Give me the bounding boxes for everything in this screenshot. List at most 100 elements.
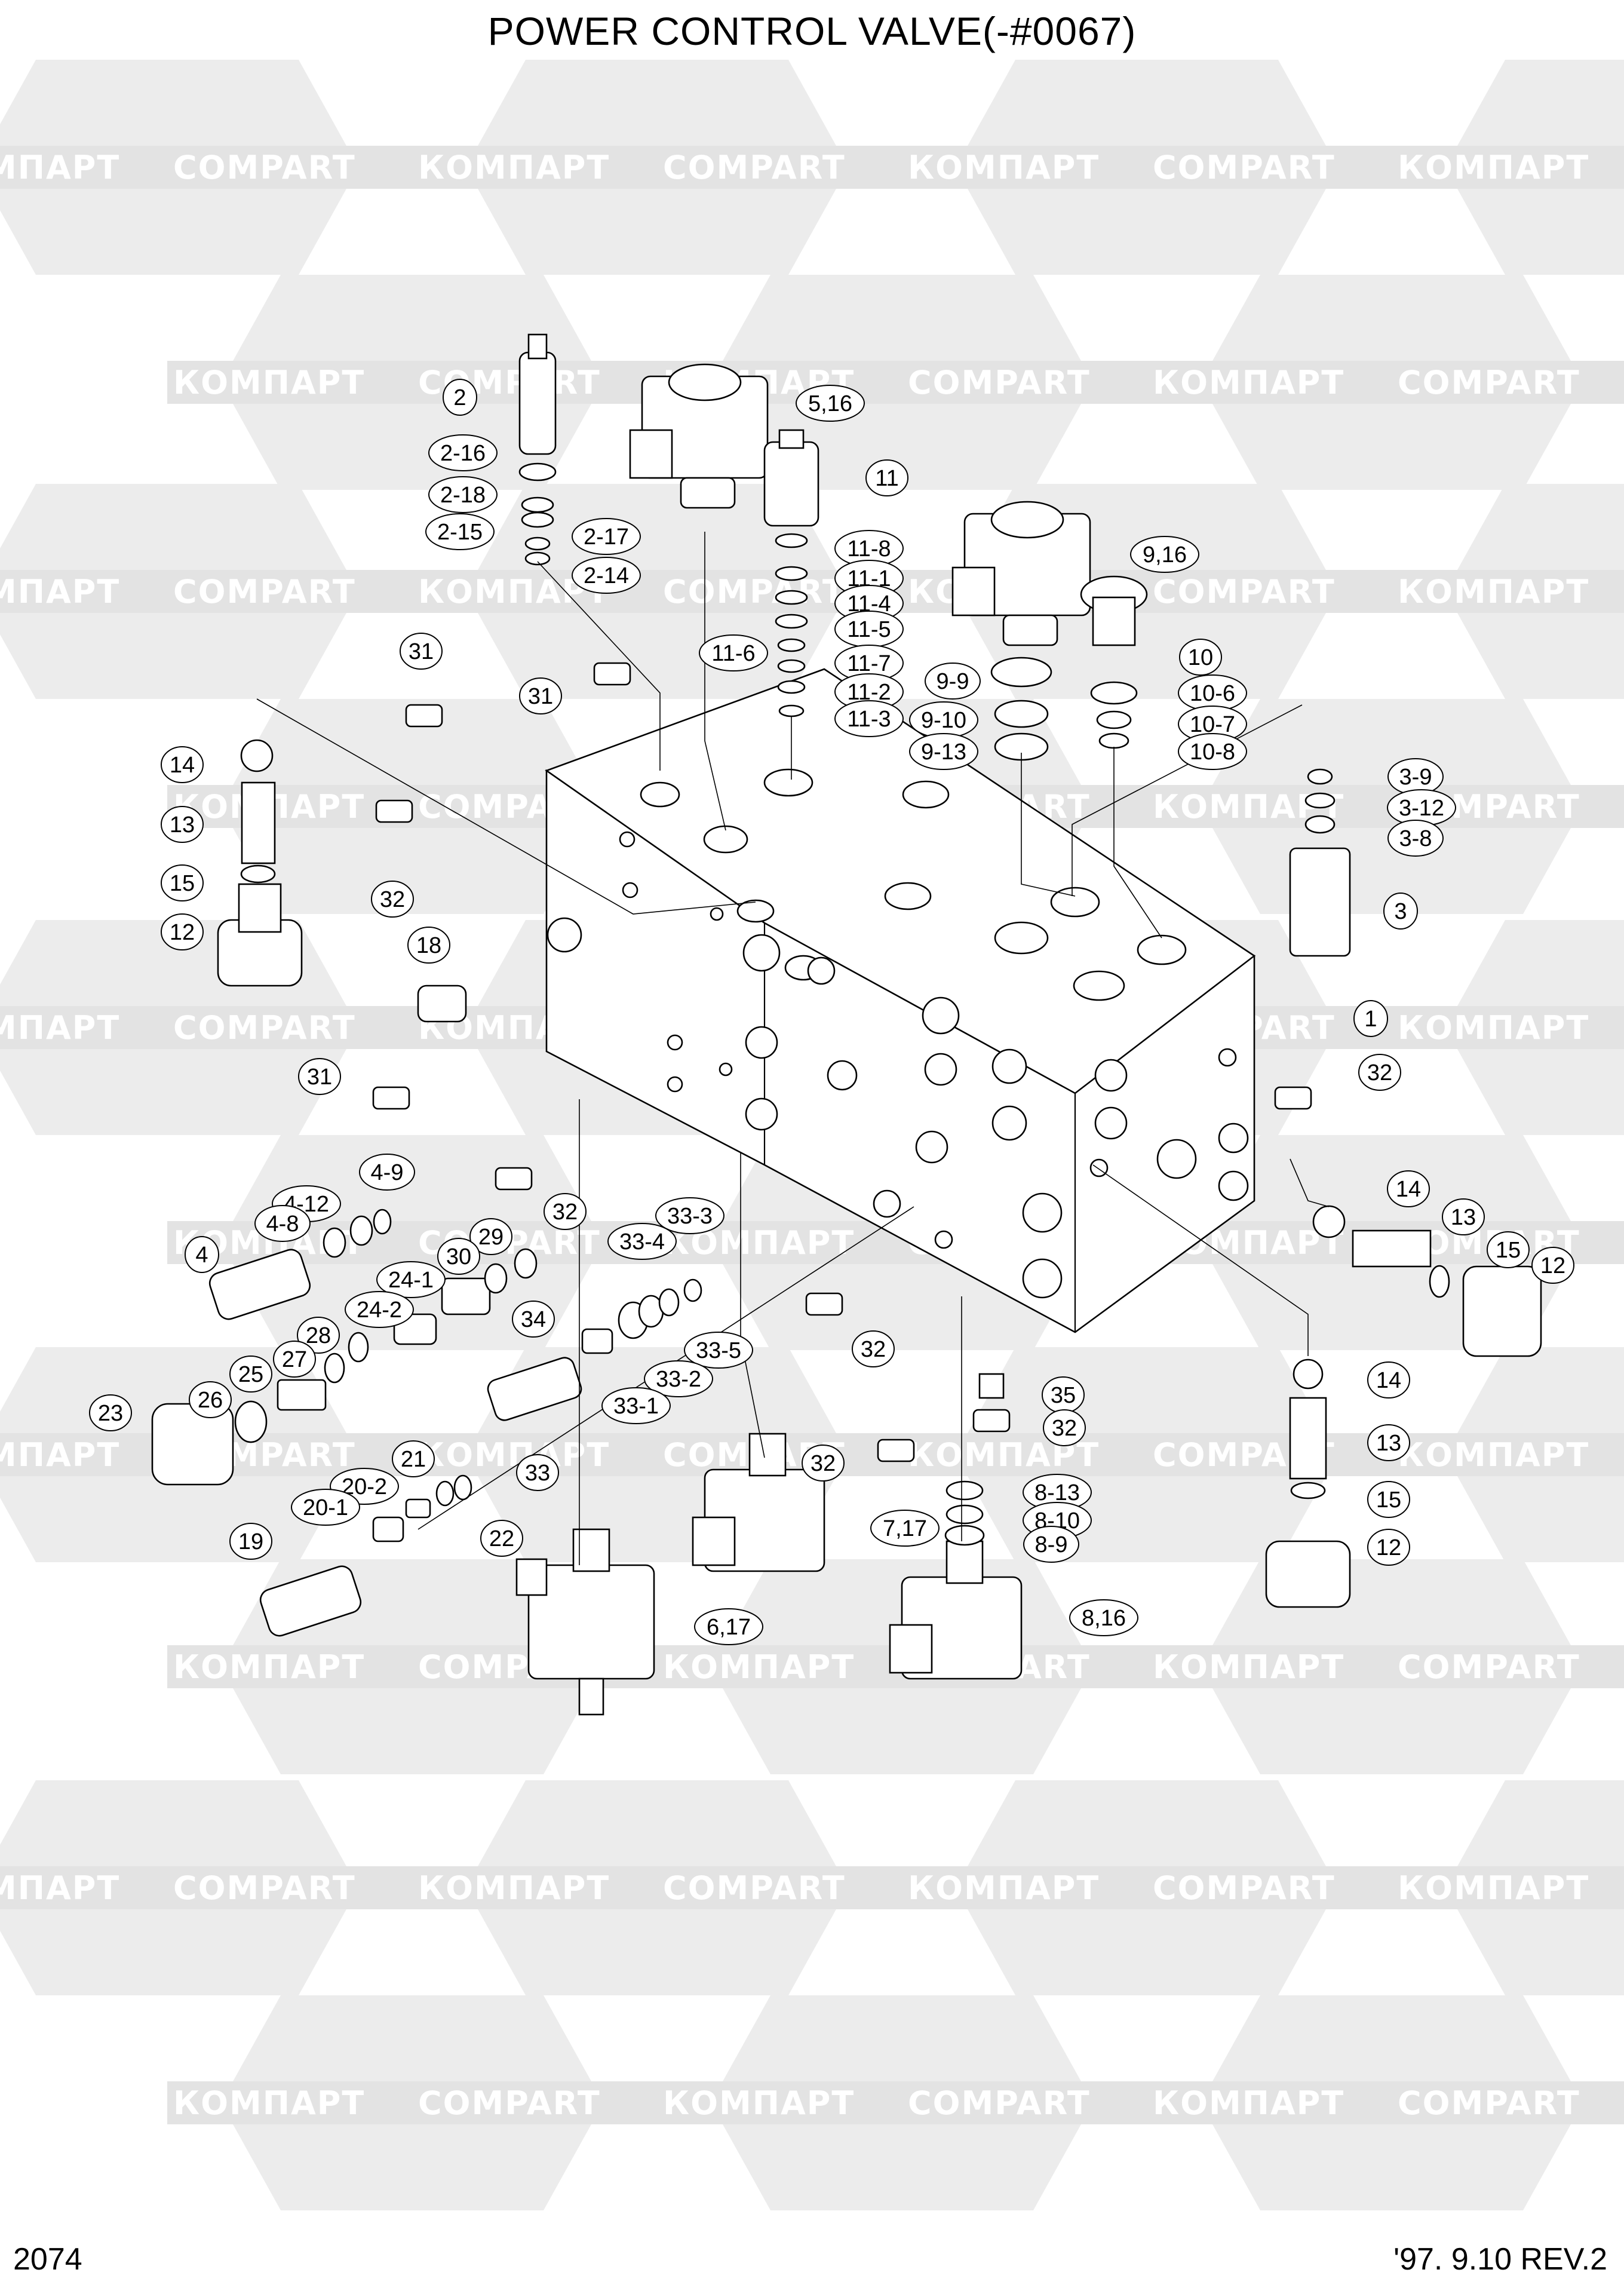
callout-label: 3 — [1394, 899, 1407, 924]
callout-label: 2-14 — [584, 563, 629, 588]
watermark-text: КОМПАРТ — [0, 1869, 120, 1907]
callout-label: 6,17 — [707, 1615, 751, 1640]
callout-label: 2-15 — [437, 520, 483, 545]
part-callout: 10-8 — [1178, 733, 1247, 770]
callout-label: 8-13 — [1034, 1480, 1080, 1505]
callout-label: 9-13 — [921, 740, 966, 765]
part-callout: 8,16 — [1069, 1599, 1138, 1636]
valve-parts — [151, 333, 1542, 1637]
callout-label: 33-2 — [656, 1367, 701, 1392]
part-callout: 10 — [1179, 639, 1222, 676]
callout-label: 10-8 — [1190, 740, 1235, 765]
callout-label: 13 — [1376, 1431, 1401, 1456]
part-callout: 35 — [1042, 1376, 1085, 1413]
part-callout: 32 — [852, 1330, 895, 1367]
watermark-text: COMPART — [663, 1869, 846, 1907]
watermark-text: КОМПАРТ — [0, 149, 120, 186]
watermark-text: COMPART — [1153, 1869, 1336, 1907]
part-callout: 18 — [407, 927, 450, 964]
callout-label: 12 — [1540, 1253, 1565, 1278]
part-callout: 28 — [297, 1317, 340, 1354]
watermark-logo: КОМПАРТ COMPART — [1147, 275, 1624, 490]
part-callout: 20-1 — [291, 1489, 360, 1526]
watermark-text: КОМПАРТ — [1153, 364, 1344, 401]
part-callout: 11-8 — [834, 530, 904, 567]
watermark-text: КОМПАРТ — [0, 1009, 120, 1047]
callout-label: 9-9 — [937, 669, 969, 694]
part-callout: 9,16 — [1130, 536, 1199, 573]
watermark-text: COMPART — [173, 1009, 356, 1047]
callout-label: 25 — [238, 1362, 263, 1387]
part-callout: 34 — [512, 1301, 555, 1338]
part-callout: 25 — [229, 1355, 272, 1393]
part-callout: 31 — [519, 677, 562, 714]
watermark-text: COMPART — [1398, 364, 1580, 401]
callout-label: 8,16 — [1082, 1606, 1126, 1631]
callout-label: 11-6 — [711, 641, 755, 666]
part-callout: 11-7 — [834, 645, 904, 682]
part-callout: 11 — [865, 459, 908, 496]
callout-label: 14 — [170, 753, 195, 778]
part-callout: 15 — [1487, 1231, 1530, 1268]
part-callout: 1 — [1353, 1000, 1388, 1037]
callout-label: 9-10 — [921, 708, 966, 733]
callout-label: 4 — [195, 1243, 208, 1268]
callout-label: 32 — [811, 1451, 836, 1476]
part-callout: 2-14 — [572, 557, 641, 594]
watermark-text: КОМПАРТ — [173, 1648, 365, 1686]
solenoid-6-17 — [515, 1528, 655, 1716]
part-callout: 15 — [161, 864, 204, 901]
part-callout: 11-5 — [834, 611, 904, 648]
part-callout: 32 — [1358, 1054, 1401, 1091]
part-callout: 31 — [400, 633, 443, 670]
part-callout: 6,17 — [694, 1608, 763, 1645]
watermark-text: COMPART — [418, 2084, 601, 2122]
watermark-text: КОМПАРТ — [1153, 2084, 1344, 2122]
part-callout: 30 — [437, 1238, 480, 1275]
part-callout: 23 — [89, 1394, 132, 1431]
watermark-text: COMPART — [1153, 573, 1336, 611]
callout-label: 11 — [875, 466, 898, 491]
page-title: POWER CONTROL VALVE(-#0067) — [487, 9, 1137, 53]
part-callout: 8-9 — [1023, 1526, 1079, 1563]
part-callout: 11-6 — [699, 634, 768, 671]
callout-label: 33-1 — [613, 1394, 659, 1419]
callout-label: 30 — [446, 1244, 471, 1269]
part-callout: 31 — [298, 1058, 341, 1095]
watermark-text: COMPART — [663, 149, 846, 186]
part-callout: 13 — [1367, 1424, 1410, 1461]
callout-label: 11-7 — [847, 651, 891, 676]
part-callout: 15 — [1367, 1481, 1410, 1518]
callout-label: 34 — [521, 1307, 546, 1332]
callout-label: 33-3 — [667, 1204, 713, 1229]
part-callout: 9-10 — [909, 701, 978, 738]
watermark-logo: КОМПАРТ COMPART — [0, 920, 412, 1135]
watermark-text: COMPART — [908, 2084, 1091, 2122]
part-callout: 3-9 — [1387, 758, 1444, 795]
callout-label: 14 — [1376, 1368, 1401, 1393]
callout-label: 4-9 — [371, 1160, 404, 1185]
callout-label: 33-4 — [619, 1229, 665, 1255]
callout-label: 2-18 — [440, 483, 486, 508]
part-callout: 2-18 — [428, 476, 498, 513]
part-callout: 8-13 — [1023, 1474, 1092, 1511]
callout-label: 2 — [453, 385, 466, 410]
watermark-text: КОМПАРТ — [0, 1436, 120, 1474]
callout-label: 11-8 — [847, 536, 891, 562]
callout-label: 27 — [282, 1347, 307, 1372]
part-callout: 26 — [189, 1381, 232, 1418]
callout-label: 23 — [98, 1401, 123, 1426]
callout-label: 13 — [170, 812, 195, 838]
part-callout: 33-2 — [644, 1360, 713, 1397]
solenoid-7-17 — [692, 1433, 825, 1572]
watermark-text: КОМПАРТ — [173, 364, 365, 401]
part-callout: 4-8 — [254, 1205, 311, 1242]
part-callout: 2-15 — [425, 513, 495, 550]
callout-label: 12 — [1376, 1535, 1401, 1560]
